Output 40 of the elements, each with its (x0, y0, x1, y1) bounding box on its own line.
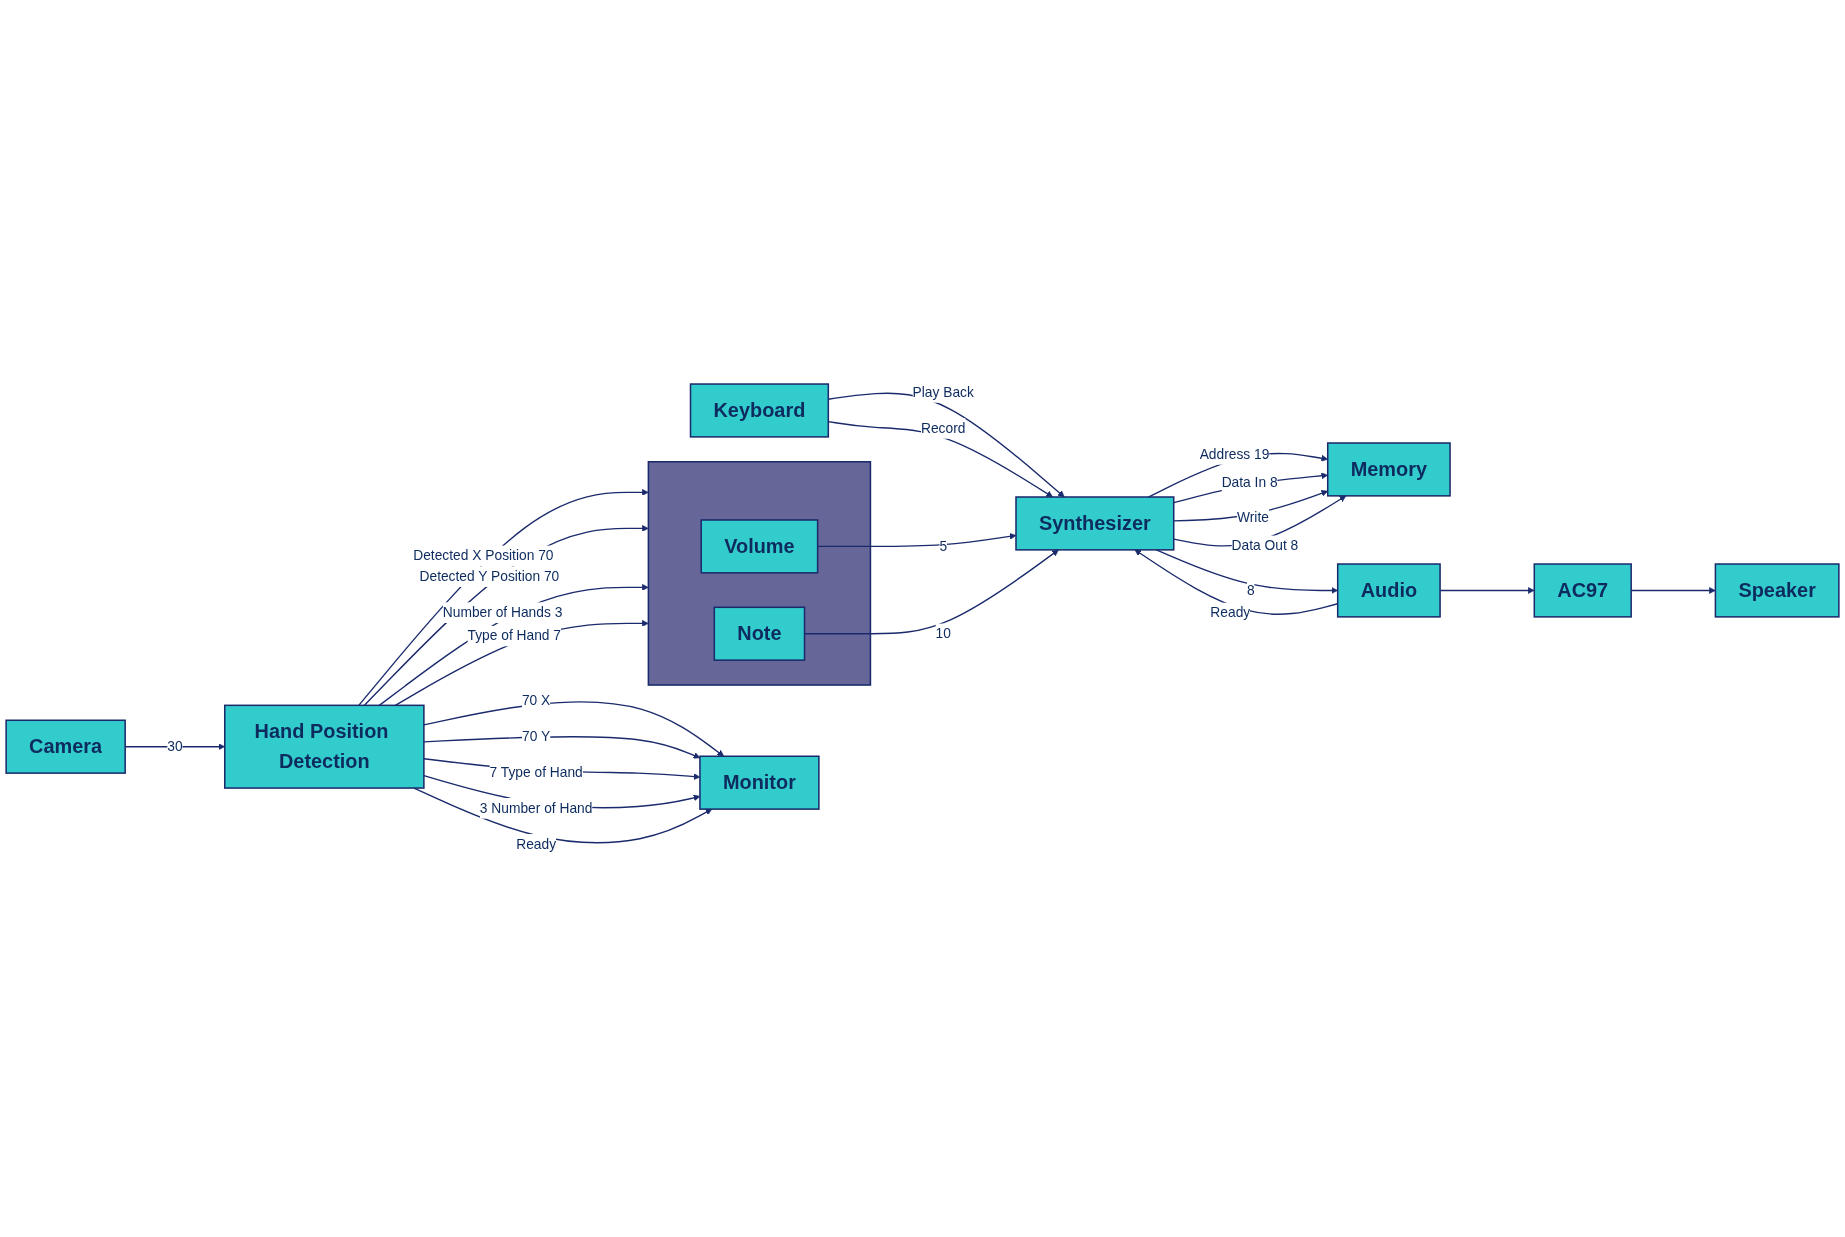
arrow (413, 787, 713, 844)
edge-label: 30 (167, 738, 183, 755)
node-box: Keyboard (689, 383, 830, 438)
cluster (647, 461, 872, 686)
arrow (1155, 549, 1338, 594)
edge-label: Play Back (912, 384, 974, 400)
edge-label: 5 (939, 538, 948, 554)
arrow (378, 584, 649, 707)
edge-label: Detected X Position 70 (413, 547, 554, 564)
node-box: Memory (1326, 442, 1451, 497)
arrow (394, 620, 649, 707)
edge-label: 8 (1246, 582, 1255, 598)
edge-label: Record (920, 420, 966, 436)
edge-label: 70 Y (522, 728, 551, 744)
edge-label: Data In 8 (1221, 474, 1278, 491)
arrow (1173, 495, 1347, 547)
node-box: Volume (700, 519, 819, 574)
edge-label: Address 19 (1199, 446, 1270, 462)
node-box: Hand Position Detection (224, 704, 425, 789)
node-box: Synthesizer (1015, 496, 1175, 551)
node-box: Monitor (699, 755, 820, 810)
edge-label: Data Out 8 (1231, 537, 1299, 554)
node-box: Speaker (1714, 563, 1840, 618)
node-box: Camera (5, 719, 126, 774)
edge-label: 70 X (521, 692, 551, 708)
edge-label: Detected Y Position 70 (419, 568, 560, 584)
edge-label: Write (1236, 509, 1269, 526)
node-box: Audio (1336, 563, 1441, 618)
edge-label: 7 Type of Hand (489, 764, 583, 780)
edge-label: Ready (516, 836, 557, 852)
edge-label: 3 Number of Hand (479, 800, 593, 816)
edge-label: Type of Hand 7 (467, 628, 562, 644)
node-box: AC97 (1533, 563, 1632, 618)
node-box: Note (713, 606, 806, 661)
edge-label: 10 (935, 625, 951, 642)
arrow (423, 736, 701, 759)
arrow (358, 489, 649, 707)
arrow (423, 701, 725, 757)
edge-label: Number of Hands 3 (442, 604, 563, 620)
edge-label: Ready (1210, 604, 1251, 621)
